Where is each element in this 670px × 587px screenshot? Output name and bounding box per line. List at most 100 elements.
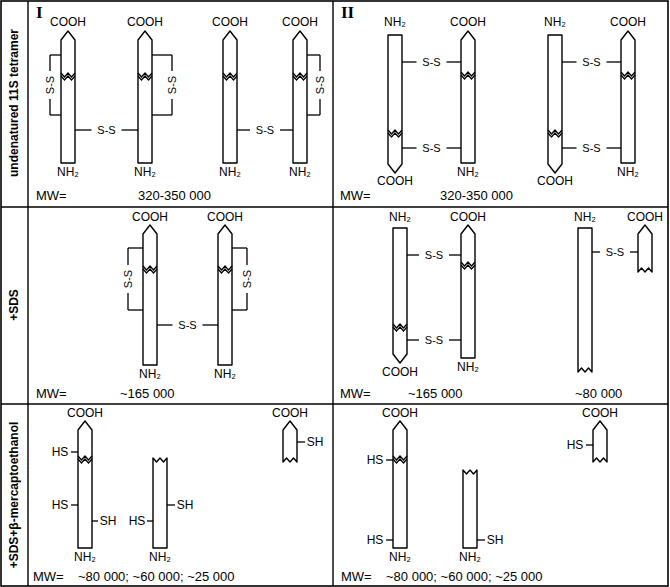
disulfide-line <box>232 247 247 248</box>
disulfide-line <box>447 147 462 148</box>
disulfide-line <box>319 99 320 115</box>
disulfide-line <box>407 339 419 340</box>
panel-text: ~80 000; ~60 000; ~25 000 <box>78 569 235 584</box>
polypeptide-chain <box>548 35 562 173</box>
disulfide-line <box>246 293 247 310</box>
panel-text: MW= <box>33 569 64 584</box>
polypeptide-chain <box>138 31 152 163</box>
disulfide-line <box>171 99 172 115</box>
chain-annotation: NH₂ <box>544 16 566 28</box>
disulfide-line <box>246 248 247 265</box>
disulfide-line <box>147 520 153 521</box>
disulfide-line <box>307 114 320 115</box>
chain-annotation: S-S <box>425 335 443 346</box>
chain-annotation: COOH <box>537 175 573 187</box>
disulfide-line <box>232 309 247 310</box>
chain-annotation: SH <box>100 515 117 527</box>
chain-annotation: S-S <box>582 143 600 154</box>
disulfide-line <box>127 293 128 310</box>
disulfide-line <box>407 254 419 255</box>
chain-annotation: COOH <box>610 16 646 28</box>
grid-line <box>1 403 668 404</box>
disulfide-line <box>75 129 92 130</box>
chain-annotation: COOH <box>450 211 486 223</box>
panel-text: ~165 000 <box>120 386 175 401</box>
cleavage-mark <box>143 269 157 273</box>
chain-annotation: HS <box>52 499 69 511</box>
disulfide-line <box>592 251 600 252</box>
chain-annotation: HS <box>367 534 384 546</box>
disulfide-line <box>203 324 219 325</box>
polypeptide-chain <box>463 470 477 548</box>
chain-annotation: COOH <box>132 211 168 223</box>
chain-annotation: COOH <box>377 175 413 187</box>
cleavage-mark <box>393 327 407 331</box>
cleavage-mark <box>621 75 635 79</box>
polypeptide-chain <box>78 421 92 548</box>
chain-annotation: COOH <box>282 16 318 28</box>
disulfide-line <box>280 129 293 130</box>
disulfide-line <box>630 251 638 252</box>
chain-annotation: S-S <box>256 125 274 136</box>
panel: MW= ~80 000; ~60 000; ~25 000 <box>28 404 333 587</box>
panel-text: MW= <box>36 188 67 203</box>
panel-text: 320-350 000 <box>440 188 513 203</box>
chain-annotation: COOH <box>582 407 618 419</box>
disulfide-line <box>128 309 143 310</box>
chain-annotation: COOH <box>382 366 418 378</box>
polypeptide-chain <box>283 421 297 462</box>
disulfide-line <box>49 99 50 115</box>
chain-annotation: NH₂ <box>457 361 479 373</box>
chain-annotation: NH₂ <box>214 368 236 380</box>
disulfide-line <box>237 129 250 130</box>
disulfide-line <box>50 54 61 55</box>
chain-annotation: S-S <box>315 76 326 94</box>
disulfide-line <box>71 504 78 505</box>
panel-text: MW= <box>341 569 372 584</box>
polypeptide-chain <box>143 225 157 365</box>
polypeptide-chain <box>393 228 407 363</box>
chain-annotation: NH₂ <box>139 368 161 380</box>
disulfide-line <box>152 114 172 115</box>
panel-text: ~165 000 <box>408 386 463 401</box>
row-label: +SDS+β-mercaptoethanol <box>8 422 20 569</box>
chain-annotation: SH <box>177 499 194 511</box>
cleavage-mark <box>138 76 152 80</box>
chain-annotation: COOH <box>450 16 486 28</box>
polypeptide-chain <box>621 31 635 163</box>
cleavage-mark <box>61 76 75 80</box>
chain-annotation: NH₂ <box>389 211 411 223</box>
chain-annotation: S-S <box>45 76 56 94</box>
disulfide-line <box>386 459 393 460</box>
grid-line <box>332 1 333 586</box>
chain-annotation: S-S <box>97 125 115 136</box>
cleavage-mark <box>223 76 237 80</box>
chain-annotation: NH₂ <box>457 166 479 178</box>
polypeptide-chain <box>638 225 652 272</box>
chain-annotation: S-S <box>422 57 440 68</box>
chain-annotation: S-S <box>178 320 196 331</box>
chain-annotation: SH <box>487 534 504 546</box>
chain-annotation: S-S <box>123 270 134 288</box>
panel-text: MW= <box>340 386 371 401</box>
chain-annotation: NH₂ <box>384 16 406 28</box>
disulfide-line <box>122 129 139 130</box>
disulfide-line <box>562 147 577 148</box>
panel-text: MW= <box>340 188 371 203</box>
chain-annotation: NH₂ <box>459 551 481 563</box>
disulfide-line <box>319 55 320 71</box>
row-label: undenatured 11S tetramer <box>8 29 20 177</box>
grid-line <box>1 206 668 207</box>
disulfide-line <box>477 539 485 540</box>
cleavage-mark <box>293 76 307 80</box>
disulfide-line <box>447 61 462 62</box>
cleavage-mark <box>218 269 232 273</box>
chain-annotation: COOH <box>272 407 308 419</box>
panel-text: ~80 000 <box>575 386 622 401</box>
panel-text: I <box>36 3 43 23</box>
chain-annotation: COOH <box>127 16 163 28</box>
panel-text: ~80 000; ~60 000; ~25 000 <box>386 569 543 584</box>
chain-annotation: S-S <box>425 250 443 261</box>
